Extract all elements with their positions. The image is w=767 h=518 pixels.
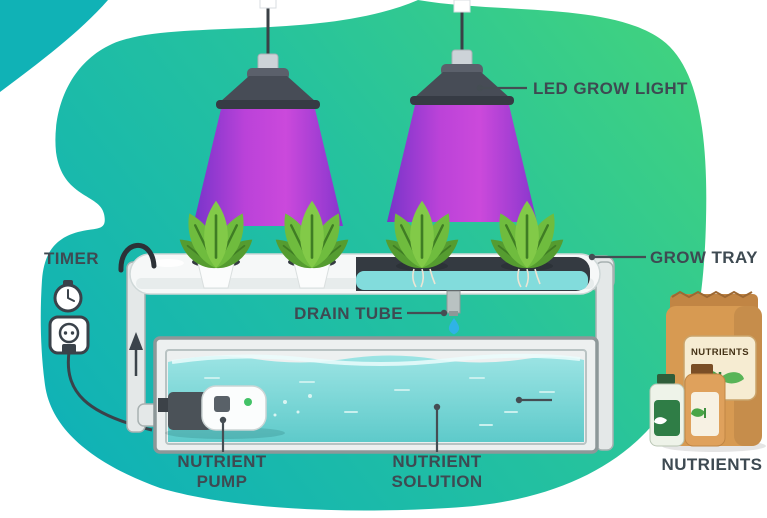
nutrient-bottle-right bbox=[684, 364, 726, 447]
nutrients-caption: NUTRIENTS bbox=[661, 455, 763, 474]
pointer-lines bbox=[219, 84, 646, 452]
light-cone-left bbox=[193, 109, 343, 226]
lamp-shade-right bbox=[414, 72, 510, 98]
pointer-dot-drain bbox=[440, 309, 448, 317]
corner-wedge-shape bbox=[0, 0, 108, 92]
water-bubbles bbox=[273, 394, 312, 417]
lamp-rim-right bbox=[410, 96, 514, 105]
grow-light-left bbox=[216, 0, 320, 109]
pump-motor-block bbox=[168, 392, 212, 430]
timer-icon bbox=[53, 280, 83, 313]
drain-pipe bbox=[446, 290, 461, 314]
lamp-shade-left bbox=[220, 76, 316, 102]
pump-panel bbox=[214, 396, 230, 412]
flow-arrow-icon bbox=[129, 332, 143, 376]
lamp-rim-left bbox=[216, 100, 320, 109]
pump-body bbox=[201, 385, 267, 431]
water-drop-icon bbox=[448, 318, 460, 335]
drain-tube-label: DRAIN TUBE bbox=[294, 304, 403, 323]
bottle-left-cap bbox=[657, 374, 675, 384]
tank-inner-rim bbox=[165, 349, 587, 445]
led-grow-light-label: LED GROW LIGHT bbox=[533, 79, 688, 98]
inlet-hose bbox=[118, 243, 157, 273]
pump-led-icon bbox=[244, 398, 252, 406]
cord-mount-left bbox=[259, 0, 277, 9]
bottle-left-leaf-icon bbox=[654, 417, 667, 425]
timer-label: TIMER bbox=[44, 249, 99, 268]
tray-water bbox=[356, 271, 588, 290]
bag-crimp bbox=[671, 290, 753, 299]
grow-tray-label: GROW TRAY bbox=[650, 248, 758, 267]
nutrient-bottle-left bbox=[649, 374, 685, 447]
plant-roots bbox=[412, 268, 541, 288]
reservoir-tank bbox=[153, 336, 599, 454]
nutrient-pump bbox=[158, 385, 285, 439]
drain-tip bbox=[449, 311, 458, 316]
drain-tube bbox=[446, 290, 461, 335]
power-outlet-icon bbox=[48, 315, 90, 355]
bag-label-text: NUTRIENTS bbox=[691, 347, 749, 358]
light-cone-right bbox=[387, 105, 537, 222]
sprout-leaf-right bbox=[720, 372, 744, 384]
bottle-left-label bbox=[654, 400, 680, 436]
nutrient-solution-label: NUTRIENT SOLUTION bbox=[391, 452, 483, 491]
cord-mount-right bbox=[453, 0, 471, 13]
bottle-right-leaf-icon bbox=[691, 408, 705, 417]
nutrient-pump-label: NUTRIENT PUMP bbox=[177, 452, 267, 491]
tray-shine bbox=[152, 259, 184, 267]
grow-light-right bbox=[410, 0, 514, 105]
water-surface-highlight bbox=[171, 353, 581, 366]
bottle-right-cap bbox=[691, 364, 713, 375]
